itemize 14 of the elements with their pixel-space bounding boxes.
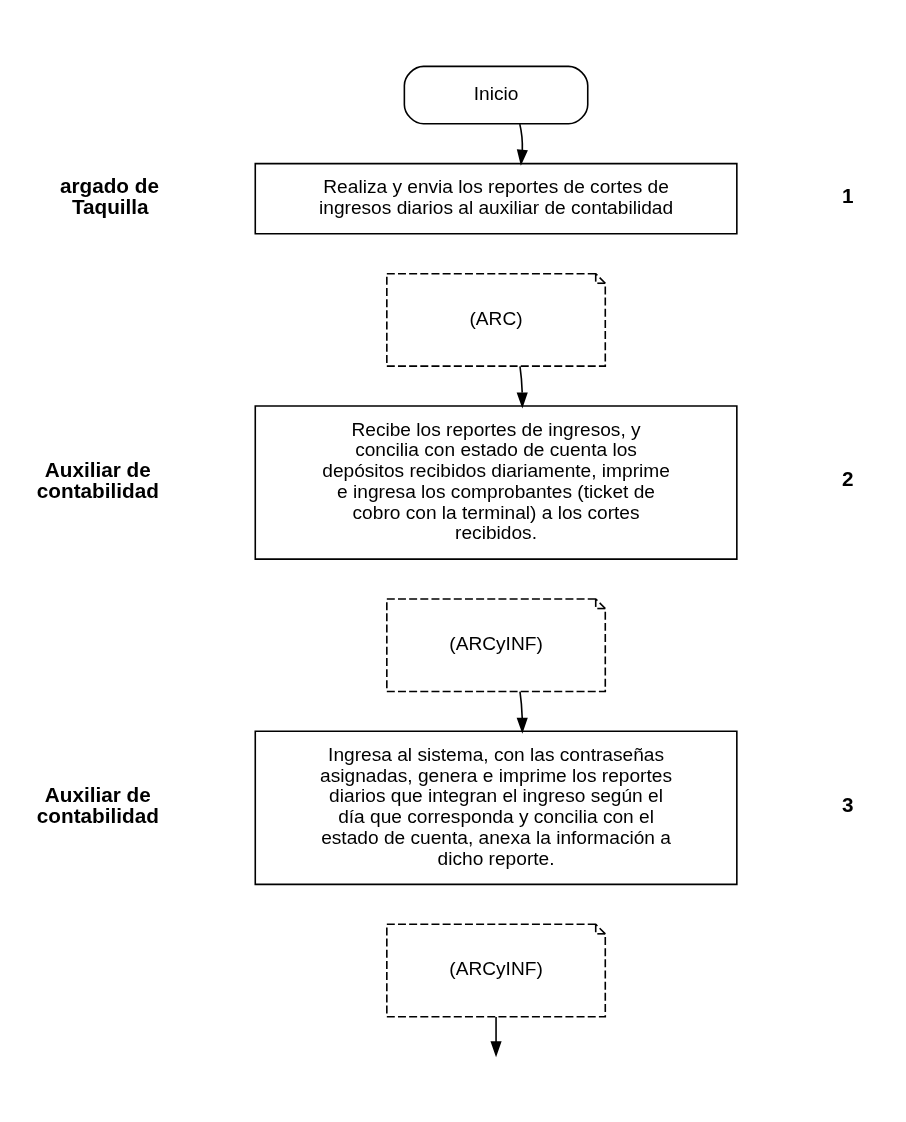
node-box: Recibe los reportes de ingresos, y concilia con estado de cuenta los depósitos recibidos diariamente, imprime e ingresa los comprobantes (ticket de cobro con la terminal) a los cortes recibidos. [254,404,738,560]
node-box: Realiza y envia los reportes de cortes de ingresos diarios al auxiliar de contabilidad [254,162,738,235]
label: argado de Taquilla [59,173,159,218]
arrow [516,365,528,408]
arrow [490,1015,502,1057]
label: Auxiliar de contabilidad [36,457,159,502]
label: 3 [842,792,854,816]
node-box: Inicio [403,65,589,125]
arrow [516,122,528,166]
node-box: Ingresa al sistema, con las contraseñas asignadas, genera e imprime los reportes diarios que integran el ingreso según el día que corresponda y concilia con el estado de cuenta, anexa la información a dicho reporte. [254,730,738,885]
label: 1 [842,183,854,207]
label: Auxiliar de contabilidad [36,782,159,827]
label: 2 [842,466,854,490]
arrow [516,690,528,734]
